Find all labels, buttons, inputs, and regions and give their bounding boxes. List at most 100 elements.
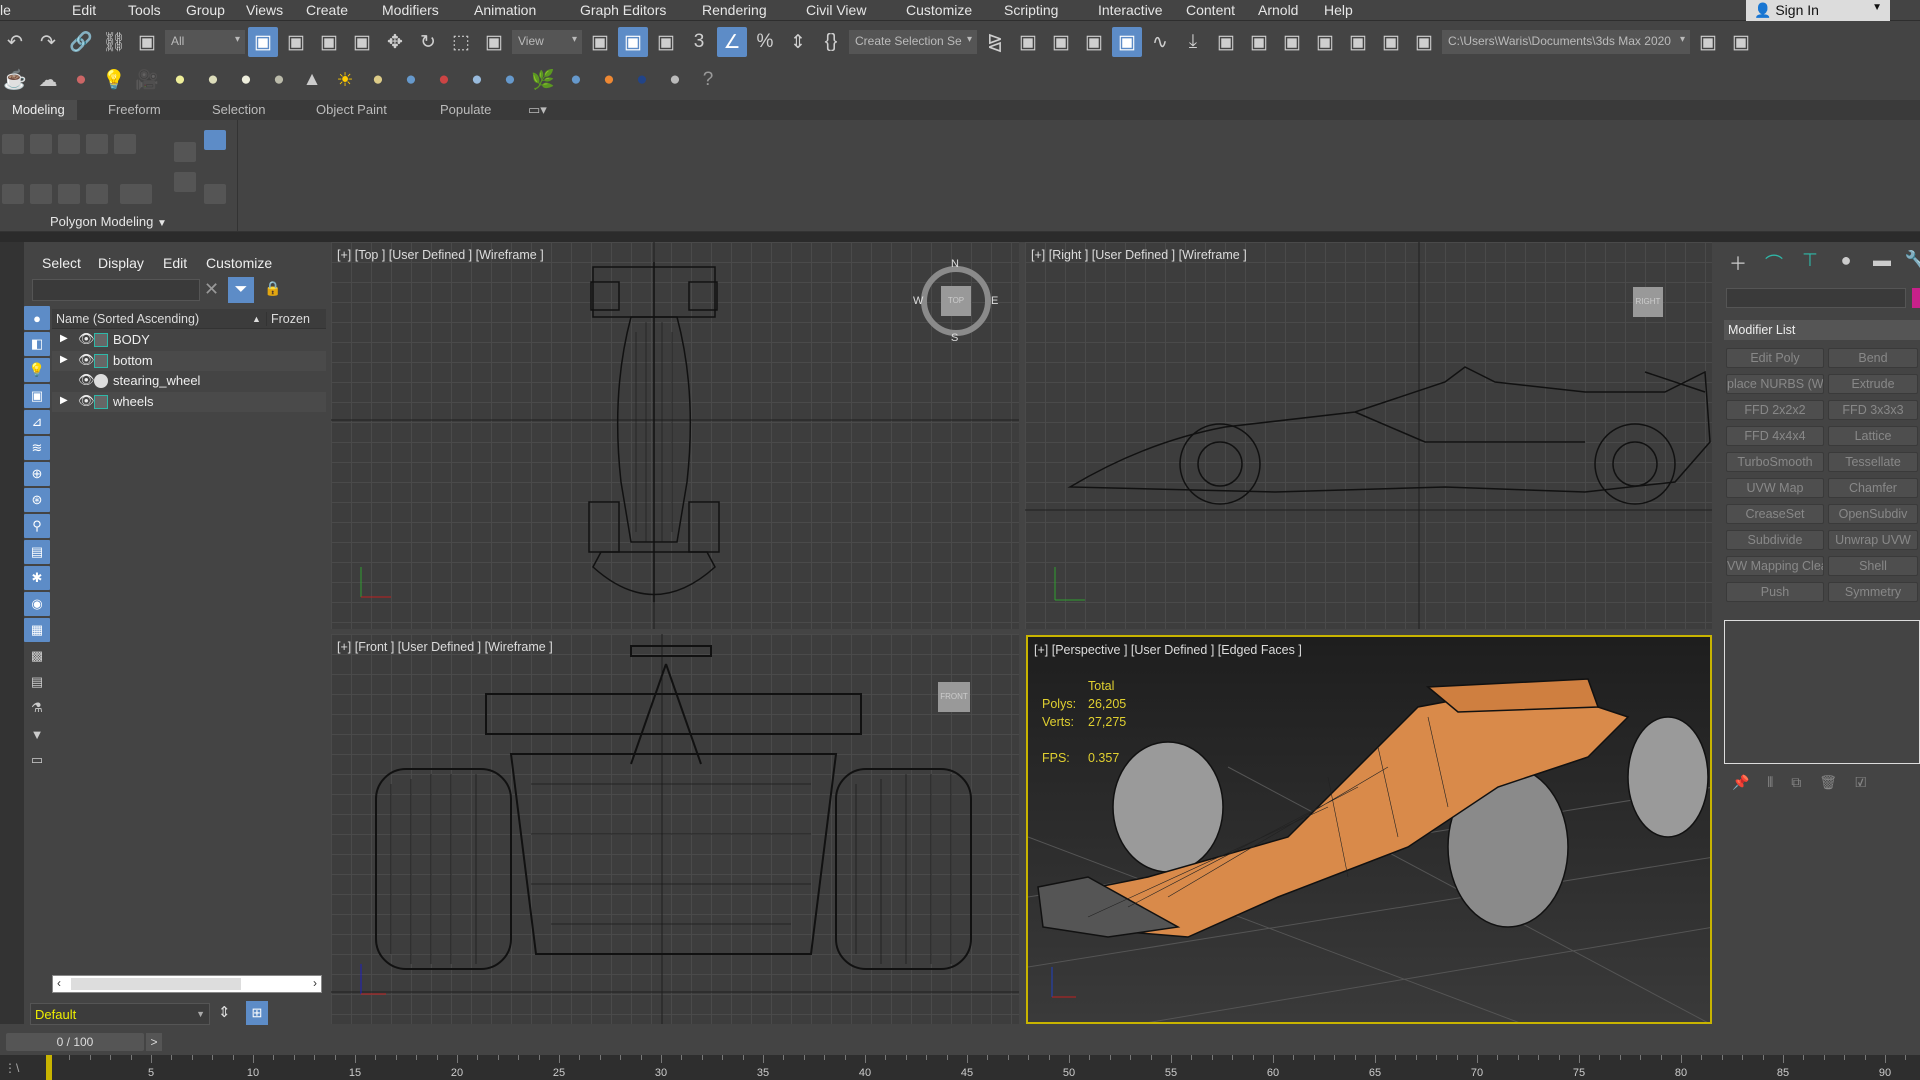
sphere-light-icon[interactable]: ● bbox=[240, 69, 252, 90]
keyboard-shortcut-icon[interactable]: ▣ bbox=[657, 31, 675, 53]
expand-arrow-icon[interactable]: ▶ bbox=[60, 353, 68, 365]
visibility-eye-icon[interactable]: 👁 bbox=[78, 392, 95, 408]
grass-icon[interactable]: 🌿 bbox=[531, 70, 555, 91]
table-row[interactable]: 👁stearing_wheel bbox=[52, 371, 326, 391]
viewport-front[interactable]: [+] [Front ] [User Defined ] [Wireframe … bbox=[331, 634, 1019, 1024]
ribbon-tab-selection[interactable]: Selection bbox=[212, 102, 266, 117]
sun-icon[interactable]: ☀ bbox=[336, 69, 354, 91]
visibility-eye-icon[interactable]: 👁 bbox=[78, 351, 95, 367]
table-row[interactable]: ▶👁bottom bbox=[52, 350, 326, 371]
menu-le[interactable]: le bbox=[0, 2, 11, 18]
window-crossing-icon[interactable]: ▣ bbox=[353, 31, 371, 53]
particles-icon[interactable]: ● bbox=[405, 69, 417, 90]
render-iterative-icon[interactable]: ▣ bbox=[1382, 31, 1400, 53]
project-path-dropdown[interactable]: C:\Users\Waris\Documents\3ds Max 2020 bbox=[1442, 30, 1690, 54]
document-icon[interactable]: ● bbox=[669, 69, 681, 90]
material-editor-icon[interactable]: ▣ bbox=[1217, 31, 1235, 53]
viewport-label[interactable]: [+] [Perspective ] [User Defined ] [Edge… bbox=[1034, 643, 1302, 657]
menu-views[interactable]: Views bbox=[246, 2, 284, 18]
cone-icon[interactable]: ▲ bbox=[302, 69, 322, 90]
link-icon[interactable]: 🔗 bbox=[69, 32, 93, 53]
modifier-button[interactable]: Symmetry bbox=[1828, 582, 1918, 602]
project-folder-icon[interactable]: ▣ bbox=[1699, 31, 1717, 53]
explorer-menu-edit[interactable]: Edit bbox=[163, 255, 188, 271]
modifier-button[interactable]: Edit Poly bbox=[1726, 348, 1824, 368]
molecule-icon[interactable]: ● bbox=[438, 69, 450, 90]
menu-edit[interactable]: Edit bbox=[72, 2, 97, 18]
menu-arnold[interactable]: Arnold bbox=[1258, 2, 1299, 18]
dome-icon[interactable]: ● bbox=[207, 69, 219, 90]
sphere-blue-icon[interactable]: ● bbox=[570, 69, 582, 90]
set-project-icon[interactable]: ▣ bbox=[1732, 31, 1750, 53]
display-containers-icon[interactable]: ▤ bbox=[24, 540, 50, 564]
time-slider[interactable]: 0 / 100 bbox=[6, 1033, 144, 1051]
modifier-button[interactable]: Tessellate bbox=[1828, 452, 1918, 472]
name-column[interactable]: Name (Sorted Ascending) bbox=[56, 312, 200, 326]
ribbon-tool-button[interactable] bbox=[30, 184, 52, 204]
table-row[interactable]: ▶👁BODY bbox=[52, 330, 326, 350]
sort-icon[interactable]: ⚗ bbox=[31, 700, 43, 715]
display-invert-icon[interactable]: ▤ bbox=[30, 674, 44, 689]
scroll-right-icon[interactable]: › bbox=[313, 976, 317, 990]
layer-dropdown[interactable]: Default▼ bbox=[30, 1003, 210, 1025]
selection-set-dropdown[interactable]: Create Selection Se bbox=[849, 30, 977, 54]
expand-arrow-icon[interactable]: ▶ bbox=[60, 333, 68, 344]
display-tab-icon[interactable]: ▬ bbox=[1873, 250, 1891, 270]
scrollbar-thumb[interactable] bbox=[71, 978, 241, 990]
modifier-button[interactable]: OpenSubdiv bbox=[1828, 504, 1918, 524]
explorer-menu-display[interactable]: Display bbox=[98, 255, 144, 271]
teapot-icon[interactable]: ☕ bbox=[3, 70, 27, 91]
light-icon[interactable]: 💡 bbox=[102, 70, 126, 91]
tower-icon[interactable]: ● bbox=[471, 69, 483, 90]
viewport-label[interactable]: [+] [Right ] [User Defined ] [Wireframe … bbox=[1031, 248, 1247, 262]
ribbon-tool-button[interactable] bbox=[58, 184, 80, 204]
environment-icon[interactable]: ● bbox=[75, 69, 87, 90]
help-icon[interactable]: ? bbox=[702, 69, 714, 90]
rect-select-region-icon[interactable]: ▣ bbox=[320, 31, 338, 53]
explorer-menu-customize[interactable]: Customize bbox=[206, 255, 273, 271]
hierarchy-tab-icon[interactable]: ⊤ bbox=[1802, 250, 1818, 270]
plane-light-icon[interactable]: ● bbox=[174, 69, 186, 90]
display-geometry-icon[interactable]: ● bbox=[24, 306, 50, 330]
utilities-tab-icon[interactable]: 🔧 bbox=[1904, 250, 1920, 270]
display-hidden-icon[interactable]: ◉ bbox=[24, 592, 50, 616]
edit-named-sets-icon[interactable]: {} bbox=[824, 31, 838, 52]
ribbon-options-icon[interactable]: ▭▾ bbox=[528, 102, 547, 117]
cloud-icon[interactable]: ☁ bbox=[38, 69, 58, 91]
ref-coord-dropdown[interactable]: View bbox=[512, 30, 582, 54]
ribbon-tool-button[interactable] bbox=[204, 130, 226, 150]
modifier-button[interactable]: Lattice bbox=[1828, 426, 1918, 446]
curve-editor-icon[interactable]: ∿ bbox=[1152, 31, 1168, 53]
modifier-button[interactable]: Chamfer bbox=[1828, 478, 1918, 498]
horizontal-scrollbar[interactable]: ‹› bbox=[52, 975, 322, 993]
time-slider-marker[interactable] bbox=[46, 1055, 52, 1080]
modifier-button[interactable]: Push bbox=[1726, 582, 1824, 602]
menu-content[interactable]: Content bbox=[1186, 2, 1236, 18]
display-spacewarps-icon[interactable]: ≋ bbox=[24, 436, 50, 460]
ribbon-tool-button[interactable] bbox=[30, 134, 52, 154]
rotate-icon[interactable]: ↻ bbox=[420, 31, 436, 53]
object-name-input[interactable] bbox=[1726, 288, 1906, 308]
modifier-button[interactable]: Bend bbox=[1828, 348, 1918, 368]
scroll-left-icon[interactable]: ‹ bbox=[57, 976, 61, 990]
select-manipulate-icon[interactable]: ▣ bbox=[618, 27, 648, 57]
menu-group[interactable]: Group bbox=[186, 2, 225, 18]
percent-snap-icon[interactable]: % bbox=[756, 31, 774, 52]
display-frozen-icon[interactable]: ✱ bbox=[24, 566, 50, 590]
modifier-button[interactable]: FFD 2x2x2 bbox=[1726, 400, 1824, 420]
ribbon-tool-button[interactable] bbox=[86, 184, 108, 204]
dope-sheet-icon[interactable]: ⤓ bbox=[1188, 31, 1198, 52]
ribbon-tab-freeform[interactable]: Freeform bbox=[108, 102, 161, 117]
viewport-label[interactable]: [+] [Front ] [User Defined ] [Wireframe … bbox=[337, 640, 553, 654]
modifier-button[interactable]: VW Mapping Clea bbox=[1726, 556, 1824, 576]
frozen-column[interactable]: Frozen bbox=[266, 312, 310, 326]
filter-icon[interactable]: ▼ bbox=[30, 726, 44, 742]
modifier-button[interactable]: place NURBS (WS bbox=[1726, 374, 1824, 394]
ribbon-tool-button[interactable] bbox=[204, 184, 226, 204]
display-bones-icon[interactable]: ⚲ bbox=[24, 514, 50, 538]
menu-civil-view[interactable]: Civil View bbox=[806, 2, 867, 18]
undo-icon[interactable]: ↶ bbox=[7, 31, 23, 53]
select-by-name-icon[interactable]: ▣ bbox=[287, 31, 305, 53]
polygon-modeling-dropdown[interactable]: Polygon Modeling ▼ bbox=[50, 214, 167, 229]
